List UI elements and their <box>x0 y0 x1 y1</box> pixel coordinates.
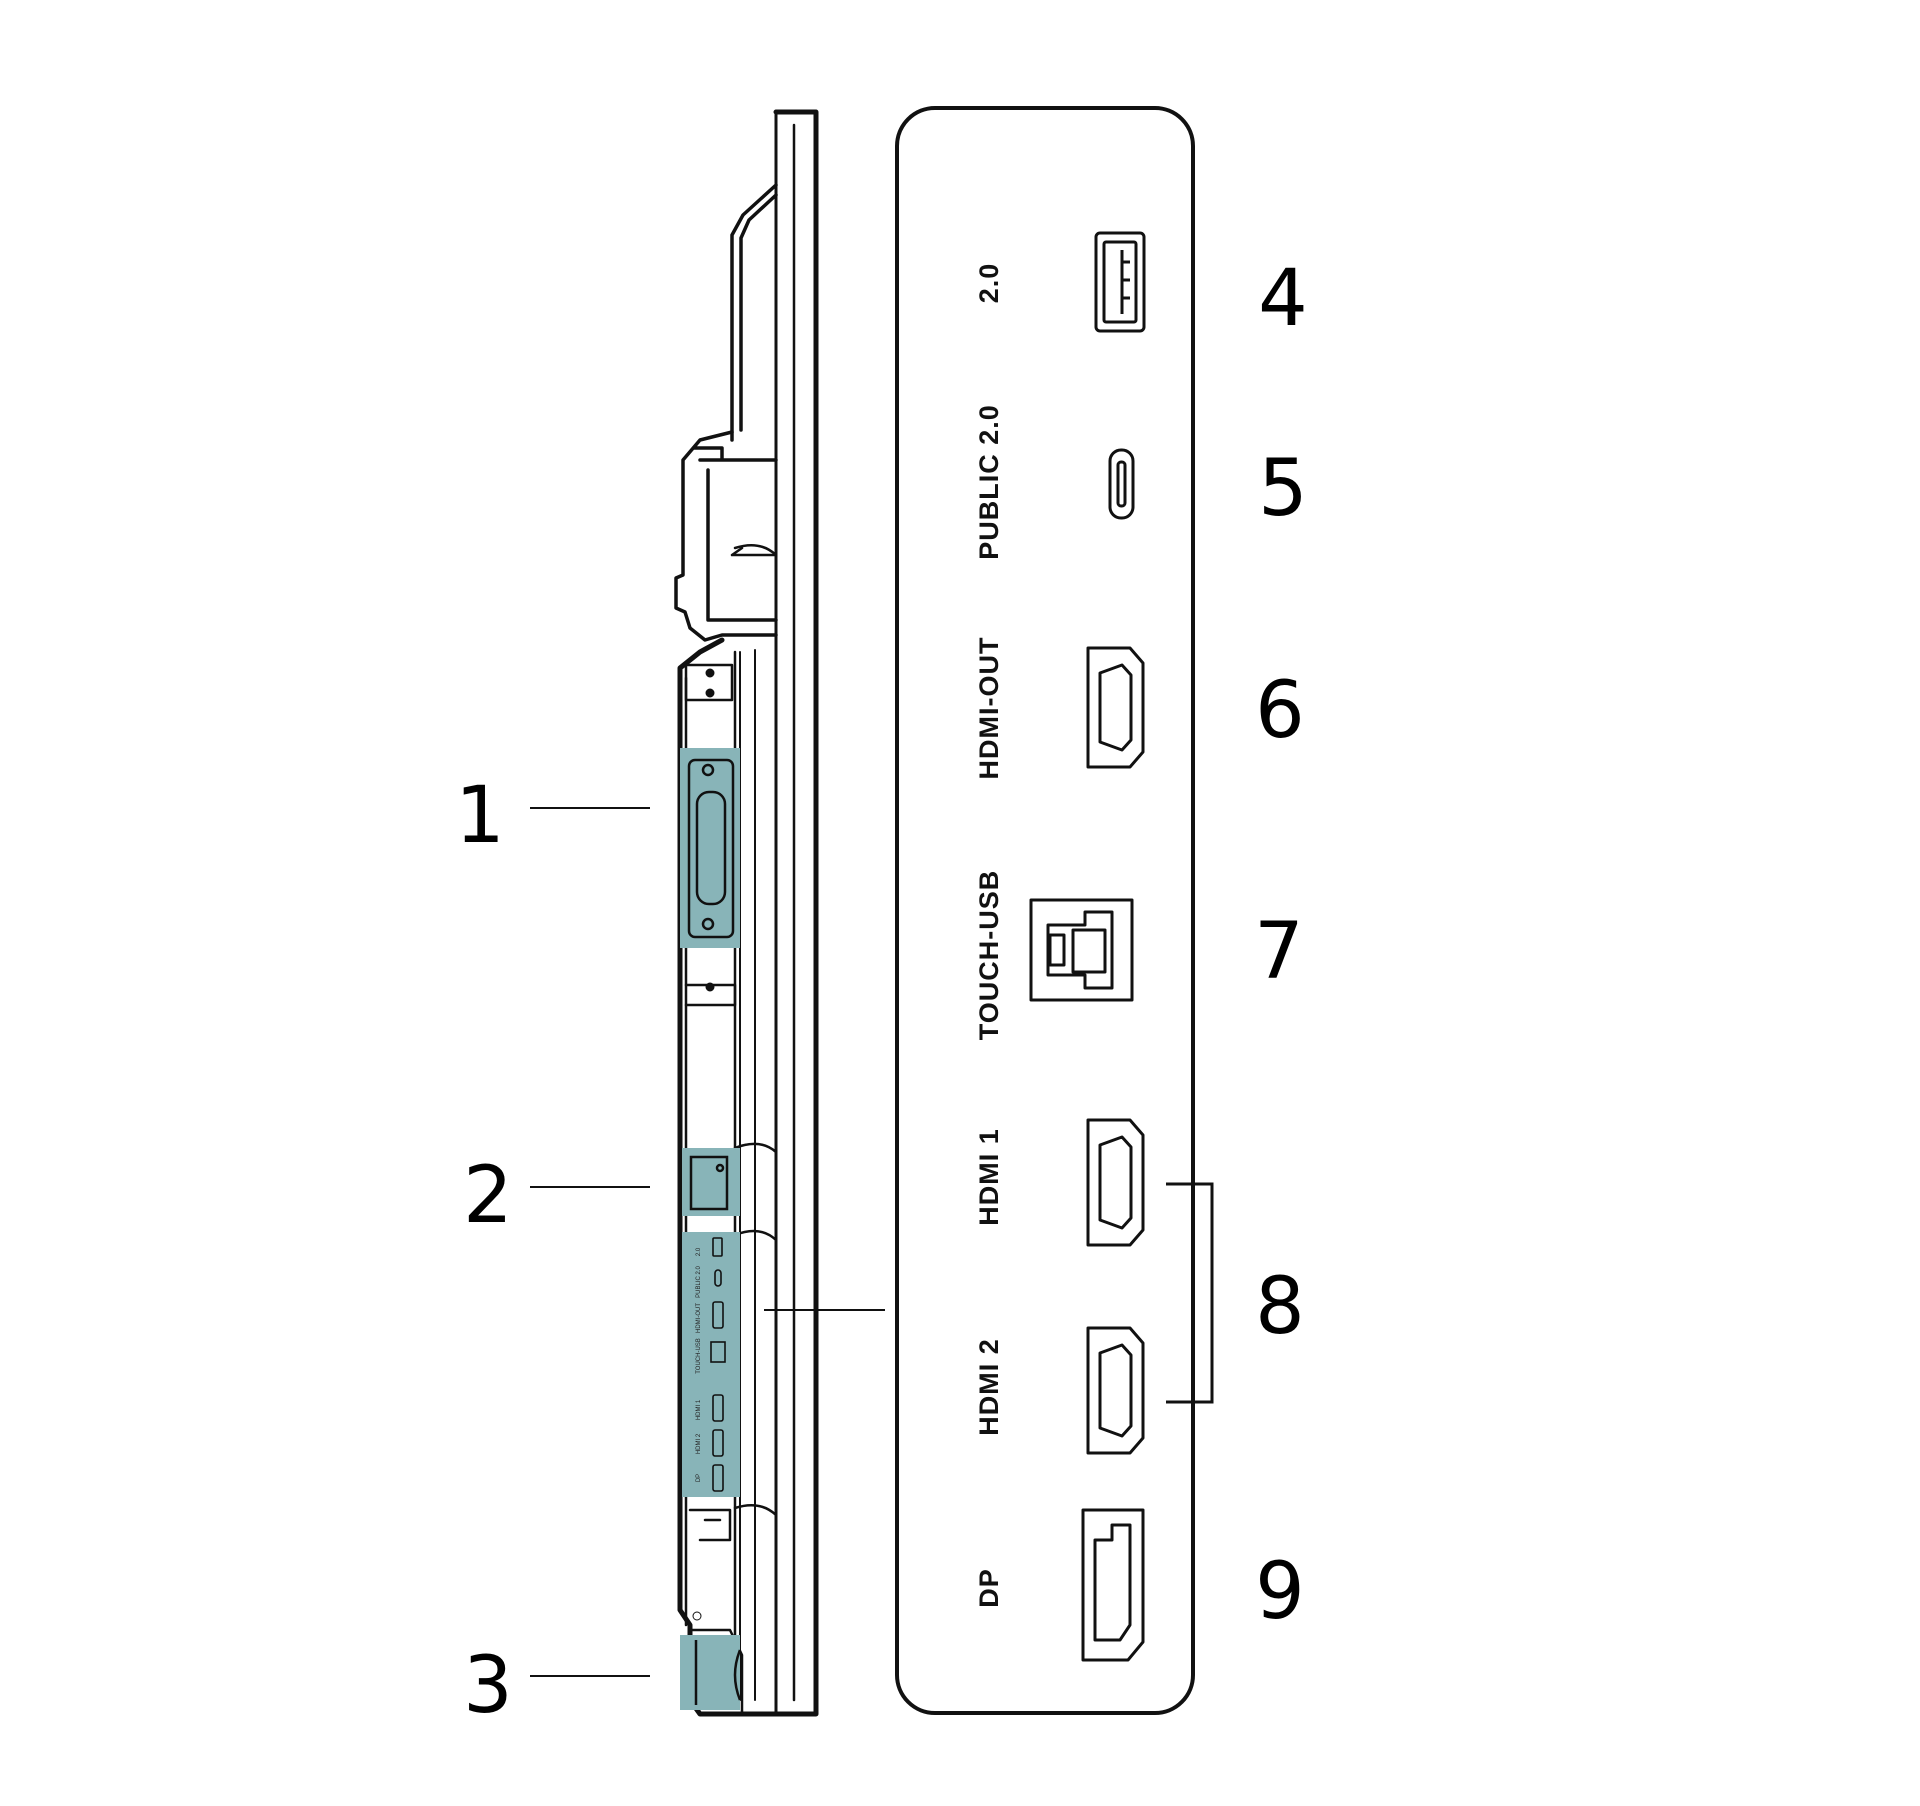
callout-6: 6 <box>1255 666 1305 756</box>
displayport-icon <box>1081 1508 1145 1662</box>
highlight-region-ports <box>682 1232 740 1497</box>
hdmi-group-bracket <box>1166 1182 1214 1404</box>
hdmi-port-icon <box>1086 1326 1145 1455</box>
usb-b-port-icon <box>1029 898 1134 1002</box>
mini-port-panel <box>710 1237 726 1492</box>
port-label-hdmi1: HDMI 1 <box>974 1128 1004 1226</box>
chassis-top <box>730 183 778 442</box>
usb-a-port-icon <box>1094 231 1146 333</box>
mini-label-public: PUBLIC 2.0 <box>696 1265 702 1297</box>
port-label-public: PUBLIC 2.0 <box>974 404 1004 560</box>
callout-1: 1 <box>455 771 505 861</box>
handle <box>674 430 778 642</box>
hdmi-port-icon <box>1086 646 1145 769</box>
callout-5: 5 <box>1258 444 1308 534</box>
port-label-touch-usb: TOUCH-USB <box>974 870 1004 1041</box>
port-labels: 2.0 PUBLIC 2.0 HDMI-OUT TOUCH-USB HDMI 1… <box>974 263 1004 1608</box>
callout-numbers: 1 2 3 4 5 6 7 8 9 <box>455 254 1308 1731</box>
mini-port-labels: 2.0 PUBLIC 2.0 HDMI-OUT TOUCH-USB HDMI 1… <box>696 1247 702 1482</box>
callout-7: 7 <box>1254 907 1304 997</box>
callout-4: 4 <box>1258 254 1308 344</box>
port-panel-enlarged <box>895 106 1195 1715</box>
port-label-hdmi-out: HDMI-OUT <box>974 637 1004 780</box>
mini-label-touch-usb: TOUCH-USB <box>696 1338 702 1374</box>
mini-label-hdmi-out: HDMI-OUT <box>696 1303 702 1333</box>
mini-label-hdmi2: HDMI 2 <box>696 1433 702 1454</box>
port-label-dp: DP <box>974 1568 1004 1608</box>
mini-label-hdmi1: HDMI 1 <box>696 1399 702 1420</box>
front-bezel <box>773 109 819 1717</box>
callout-leaders <box>530 807 650 1677</box>
mini-label-dp: DP <box>696 1474 702 1482</box>
hdmi-port-icon <box>1086 1118 1145 1247</box>
mini-label-usb: 2.0 <box>696 1247 702 1256</box>
usb-c-port-icon <box>1108 448 1135 520</box>
callout-9: 9 <box>1255 1547 1305 1637</box>
port-label-usb: 2.0 <box>974 263 1004 304</box>
callout-2: 2 <box>463 1151 513 1241</box>
highlight-region-3 <box>680 1635 740 1710</box>
callout-8: 8 <box>1255 1262 1305 1352</box>
callout-3: 3 <box>463 1641 513 1731</box>
port-label-hdmi2: HDMI 2 <box>974 1338 1004 1436</box>
